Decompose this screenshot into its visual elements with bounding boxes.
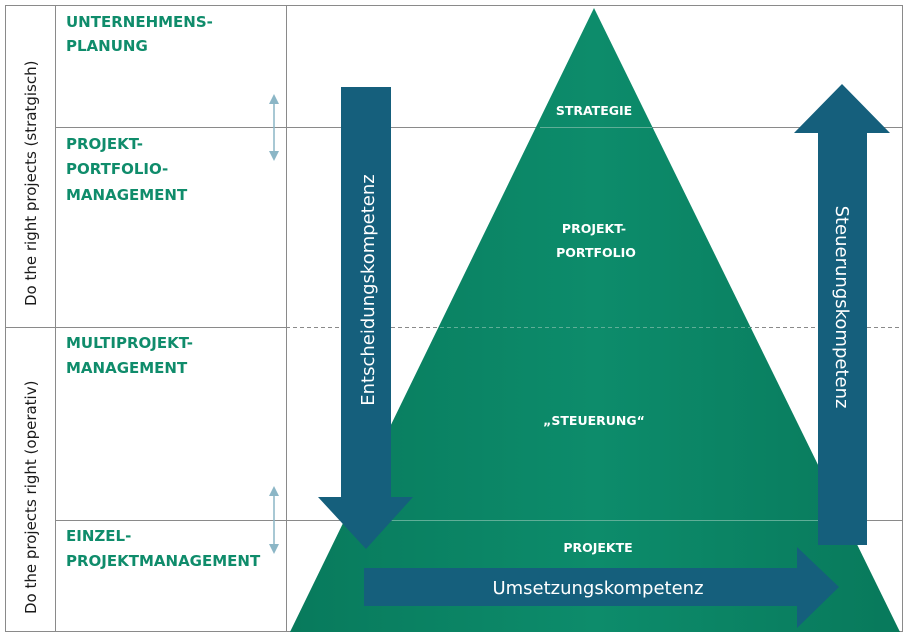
row-label-einzel-1: EINZEL- <box>66 527 131 545</box>
row-label-portfolio-2: PORTFOLIO- <box>66 160 168 178</box>
row-label-multiprojekt-1: MULTIPROJEKT- <box>66 334 193 352</box>
row-label-einzel-2: PROJEKTMANAGEMENT <box>66 552 261 570</box>
small-double-arrow-top <box>269 94 279 161</box>
row-label-multiprojekt-2: MANAGEMENT <box>66 359 188 377</box>
up-arrow-label: Steuerungskompetenz <box>831 206 852 409</box>
row-label-portfolio-3: MANAGEMENT <box>66 186 188 204</box>
up-arrow-steuerungskompetenz <box>794 84 890 545</box>
side-label-operative: Do the projects right (operativ) <box>22 381 40 614</box>
down-arrow-entscheidungskompetenz <box>318 87 413 549</box>
level-label-projekte: PROJEKTE <box>563 540 632 555</box>
side-label-strategic: Do the right projects (stratgisch) <box>22 61 40 306</box>
level-label-steuerung: „STEUERUNG“ <box>543 413 645 428</box>
row-label-portfolio-1: PROJEKT- <box>66 135 143 153</box>
level-label-portfolio-2: PORTFOLIO <box>556 245 636 260</box>
small-double-arrow-bottom <box>269 486 279 554</box>
row-label-unternehmensplanung-2: PLANUNG <box>66 37 148 55</box>
right-arrow-umsetzungskompetenz <box>364 547 839 628</box>
right-arrow-label: Umsetzungskompetenz <box>492 578 703 599</box>
row-label-unternehmensplanung-1: UNTERNEHMENS- <box>66 13 213 31</box>
level-label-portfolio-1: PROJEKT- <box>562 221 626 236</box>
pyramid <box>290 8 900 632</box>
level-label-strategie: STRATEGIE <box>556 103 632 118</box>
down-arrow-label: Entscheidungskompetenz <box>358 174 379 405</box>
